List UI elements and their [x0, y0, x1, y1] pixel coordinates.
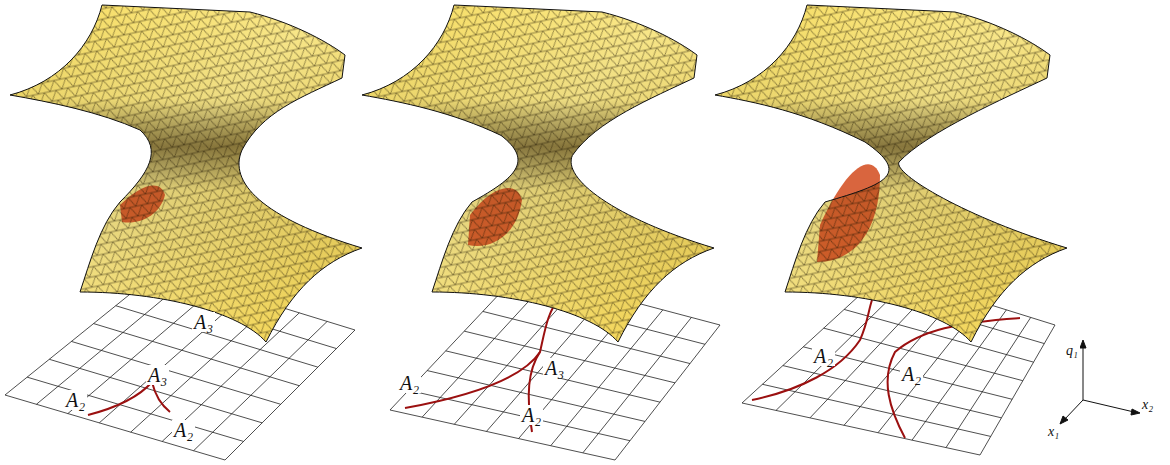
- grid-line: [446, 351, 660, 402]
- axis-label: q₁: [1064, 344, 1080, 358]
- singularity-label: A₂: [520, 405, 543, 425]
- grid-line: [409, 390, 630, 440]
- grid-line: [49, 359, 262, 423]
- grid-line: [762, 384, 990, 436]
- axis-label: x₁: [1046, 425, 1061, 439]
- catastrophe-surface: [10, 5, 362, 342]
- fold-curve: [752, 300, 872, 400]
- grid-line: [116, 306, 318, 367]
- cusp-curve: [88, 382, 170, 415]
- grid-line: [194, 321, 328, 450]
- grid-line: [980, 325, 1055, 455]
- singularity-label: A₂: [172, 420, 195, 440]
- grid-line: [742, 403, 980, 455]
- singularity-label: A₃: [192, 312, 215, 332]
- grid-line: [5, 395, 225, 460]
- singularity-label: A₂: [398, 373, 421, 393]
- grid-line: [162, 313, 299, 442]
- fold-curve: [888, 318, 1020, 438]
- singularity-label: A₃: [543, 358, 566, 378]
- axes: [1060, 340, 1140, 424]
- grid-line: [27, 377, 243, 441]
- grid-line: [583, 317, 692, 452]
- catastrophe-surface: [362, 5, 714, 342]
- grid-line: [390, 410, 615, 460]
- grid-line: [71, 341, 280, 404]
- singularity-label: A₂: [64, 390, 87, 410]
- grid-line: [615, 325, 720, 460]
- folded-surfaces: [10, 5, 1067, 342]
- grid-line: [464, 331, 675, 383]
- grid-line: [803, 347, 1012, 399]
- axis-label: x₂: [1140, 398, 1155, 412]
- singularity-label: A₃: [146, 365, 169, 385]
- grid-line: [946, 317, 1031, 447]
- grid-line: [225, 330, 355, 460]
- catastrophe-surface: [715, 5, 1067, 342]
- singularity-label: A₂: [812, 346, 835, 366]
- singularity-label: A₂: [900, 364, 923, 384]
